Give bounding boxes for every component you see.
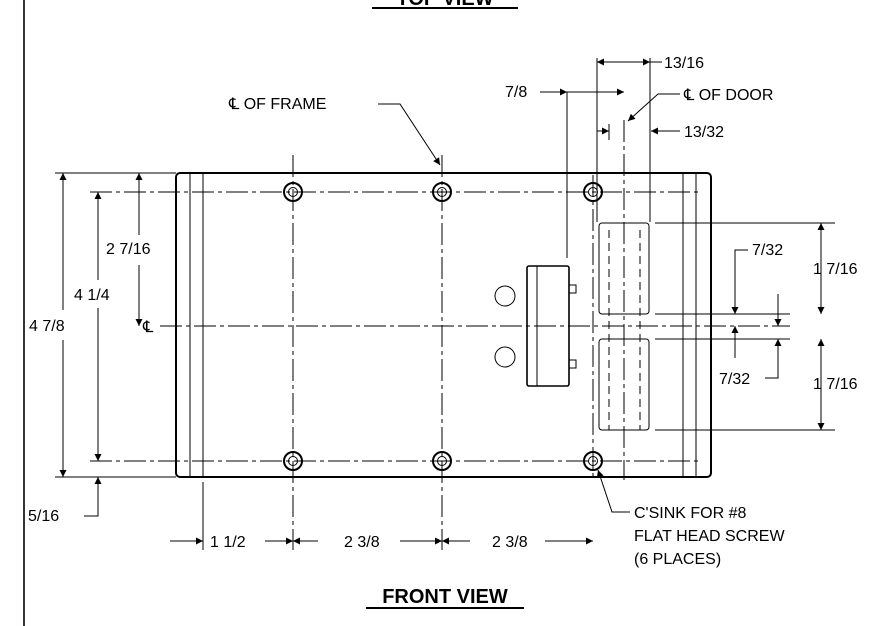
- cl-door-leader: [627, 93, 680, 122]
- cl-frame-leader: [378, 103, 441, 166]
- dim-leader: [765, 339, 782, 379]
- cl-door-label: ℄ OF DOOR: [683, 87, 773, 104]
- csink-leader: [596, 469, 630, 513]
- csink-hole: [583, 451, 603, 471]
- latch: [526, 265, 577, 387]
- dim-7-32-lower: 7/32: [719, 371, 750, 388]
- dim-13-32: 13/32: [684, 124, 724, 141]
- dim-5-16: 5/16: [28, 508, 59, 525]
- dim-4-7-8: 4 7/8: [29, 318, 65, 335]
- door-window-lower: [598, 338, 650, 431]
- top-view-title: TOP VIEW: [396, 0, 493, 10]
- csink-hole: [283, 451, 303, 471]
- dim-1-7-16-lower: 1 7/16: [813, 376, 858, 393]
- door-window-upper: [598, 222, 650, 315]
- dim-2-3-8-right: 2 3/8: [492, 534, 528, 551]
- csink-callout-line2: FLAT HEAD SCREW: [634, 528, 785, 545]
- dim-7-8: 7/8: [505, 84, 527, 101]
- dim-1-7-16-upper: 1 7/16: [813, 261, 858, 278]
- dim-2-3-8-left: 2 3/8: [344, 534, 380, 551]
- cl-frame-label: ℄ OF FRAME: [228, 96, 326, 113]
- dim-leader: [731, 249, 748, 314]
- round-hole-upper: [494, 285, 516, 307]
- csink-callout-line1: C'SINK FOR #8: [634, 505, 747, 522]
- dim-13-16: 13/16: [664, 55, 704, 72]
- dim-7-32-upper: 7/32: [752, 242, 783, 259]
- cl-symbol: ℄: [142, 319, 154, 336]
- csink-hole: [432, 182, 452, 202]
- dim-2-7-16: 2 7/16: [106, 241, 151, 258]
- csink-callout-line3: (6 PLACES): [634, 551, 721, 568]
- dim-leader: [84, 497, 99, 517]
- round-hole-lower: [494, 346, 516, 368]
- csink-hole: [432, 451, 452, 471]
- csink-hole: [283, 182, 303, 202]
- frame-outline: [175, 172, 712, 478]
- dim-1-1-2: 1 1/2: [210, 534, 246, 551]
- dim-4-1-4: 4 1/4: [74, 287, 110, 304]
- front-view-title: FRONT VIEW: [382, 586, 508, 608]
